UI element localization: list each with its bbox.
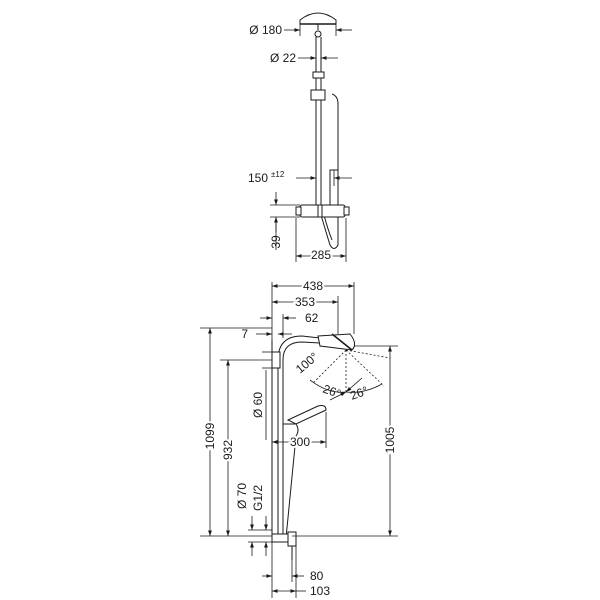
projection-arm-label: 62 bbox=[305, 311, 319, 325]
rail-diameter-label: Ø 22 bbox=[270, 51, 296, 65]
tilt-left-label: 26° bbox=[321, 382, 343, 401]
outlet-103-label: 103 bbox=[310, 584, 330, 598]
dim-outlet-80: 80 bbox=[262, 542, 324, 598]
head-diameter-label: Ø 180 bbox=[249, 23, 282, 37]
dim-height-total: 1099 bbox=[200, 327, 272, 537]
dim-outlet-103: 103 bbox=[272, 546, 330, 598]
dim-wall-gap: 7 bbox=[241, 327, 292, 341]
dim-projection-total: 438 bbox=[271, 277, 355, 340]
dim-width: 285 bbox=[295, 218, 347, 264]
thermostat-mixer bbox=[295, 204, 350, 218]
spray-angle-lines bbox=[309, 349, 391, 393]
offset-label: 150 bbox=[248, 171, 268, 185]
height-total-label: 1099 bbox=[203, 422, 217, 449]
dim-bracket-diameter: Ø 60 bbox=[251, 351, 272, 440]
dim-flange: Ø 70 G1/2 bbox=[235, 483, 272, 556]
dim-projection-arm: 62 bbox=[260, 311, 319, 338]
hand-projection-label: 300 bbox=[290, 435, 310, 449]
dim-rail-diameter: Ø 22 bbox=[270, 51, 338, 65]
wall-gap-label: 7 bbox=[241, 327, 248, 341]
mixer-height-label: 39 bbox=[269, 235, 283, 249]
dim-height-arm: 932 bbox=[219, 359, 272, 536]
tilt-right-label: 26° bbox=[348, 383, 370, 402]
dim-height-head: 1005 bbox=[292, 345, 399, 537]
side-view: 438 353 62 7 1099 bbox=[200, 277, 399, 598]
outlet-80-label: 80 bbox=[310, 569, 324, 583]
shower-rail bbox=[310, 37, 339, 249]
offset-tolerance-label: ±12 bbox=[271, 170, 285, 179]
dim-mixer-height: 39 bbox=[269, 192, 300, 250]
dim-offset: 150 ±12 bbox=[248, 170, 352, 186]
side-rail bbox=[271, 333, 356, 560]
thread-label: G1/2 bbox=[251, 485, 265, 511]
front-view: Ø 180 Ø 22 150 ±12 39 bbox=[248, 12, 352, 264]
height-arm-label: 932 bbox=[221, 440, 235, 460]
bracket-diameter-label: Ø 60 bbox=[251, 392, 265, 418]
width-label: 285 bbox=[311, 248, 331, 262]
overhead-shower-head bbox=[299, 12, 337, 38]
dim-projection-head: 353 bbox=[272, 293, 339, 334]
height-head-label: 1005 bbox=[383, 426, 397, 453]
projection-head-label: 353 bbox=[295, 295, 315, 309]
flange-diameter-label: Ø 70 bbox=[235, 483, 249, 509]
spray-angle-label: 100° bbox=[293, 349, 321, 376]
dim-head-diameter: Ø 180 bbox=[249, 22, 352, 37]
dim-hand-projection: 300 bbox=[272, 412, 327, 451]
projection-total-label: 438 bbox=[303, 279, 323, 293]
